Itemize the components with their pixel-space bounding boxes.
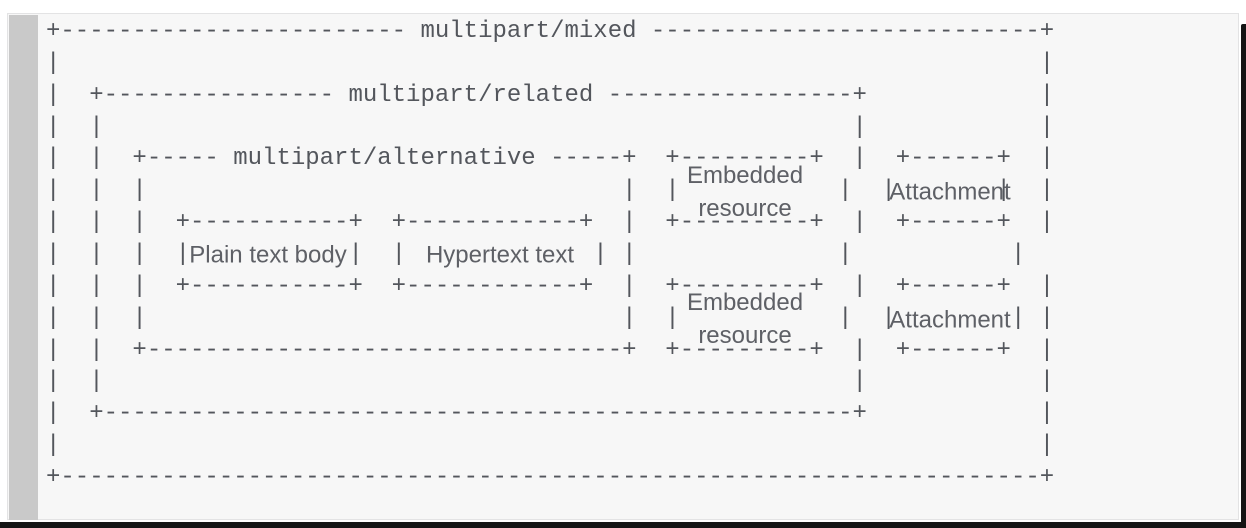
code-block [7, 13, 1239, 520]
vertical-scrollbar[interactable] [9, 15, 38, 520]
screen-edge-bottom [0, 522, 1246, 528]
label-attachment-1: Attachment [889, 178, 1011, 206]
screen-edge-right [1241, 24, 1246, 528]
label-embedded-resource-1: Embedded resource [686, 162, 804, 222]
label-plain-text-body: Plain text body [189, 241, 347, 269]
mime-structure-ascii-diagram: +------------------------ multipart/mixe… [46, 18, 1055, 492]
label-attachment-2: Attachment [889, 306, 1011, 334]
label-hypertext-text: Hypertext text [425, 241, 575, 269]
label-embedded-resource-2: Embedded resource [686, 289, 804, 349]
